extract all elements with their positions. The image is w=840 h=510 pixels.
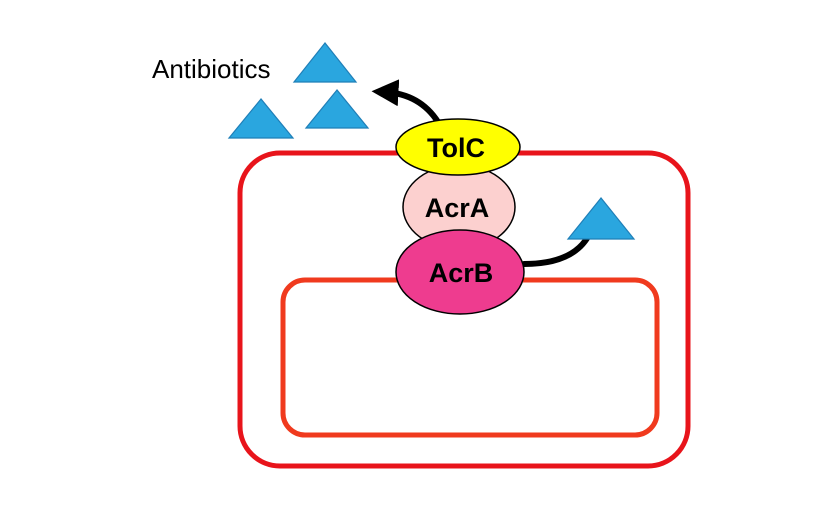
acrb-label: AcrB	[429, 258, 494, 288]
antibiotic-triangle-icon	[304, 89, 370, 129]
efflux-arrow-icon	[371, 79, 441, 125]
acra-label: AcrA	[425, 193, 490, 223]
antibiotic-triangle-icon	[227, 98, 295, 139]
antibiotic-triangle-icon	[292, 42, 358, 83]
antibiotics-label: Antibiotics	[152, 54, 271, 84]
tolc-label: TolC	[427, 133, 485, 163]
acrb-protein	[395, 229, 525, 315]
antibiotic-triangle-icon	[566, 197, 636, 240]
tolc-protein	[395, 118, 521, 176]
